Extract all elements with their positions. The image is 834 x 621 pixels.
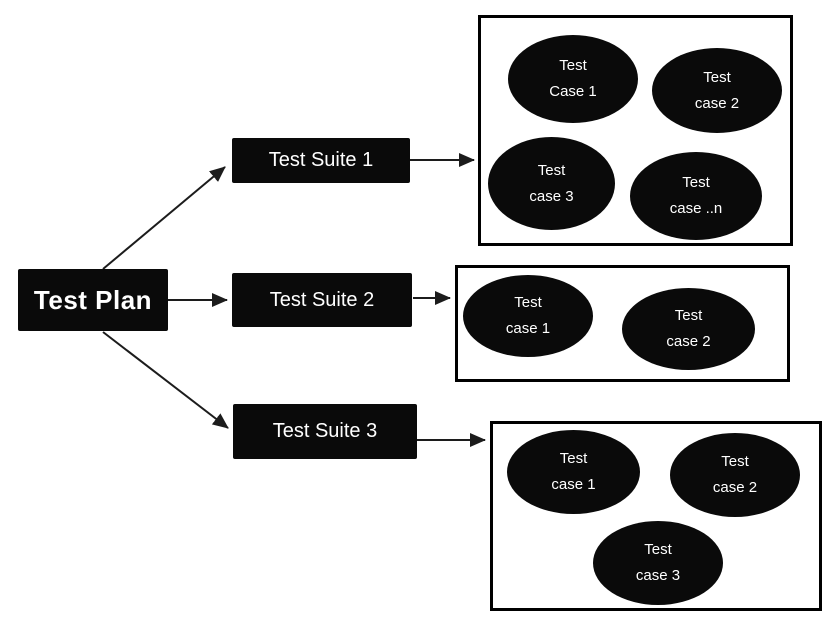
case-label-line: case 3 (529, 187, 574, 205)
case-label-line: case 1 (551, 476, 596, 493)
case-label-line: case ..n (669, 200, 723, 217)
case-label-line: case 2 (712, 479, 758, 496)
case-label-line: case 2 (666, 333, 711, 350)
arrow-plan-to-suite1 (102, 166, 226, 270)
suite1-test-case-3: Test case 3 (488, 137, 615, 230)
case-label-line: Test (559, 450, 588, 467)
case-label-line: Test (644, 541, 672, 558)
test-suite-1-node: Test Suite 1 (232, 138, 410, 183)
suite3-test-case-1: Test case 1 (507, 430, 640, 514)
test-plan-node: Test Plan (18, 269, 168, 331)
suite1-test-case-n: Test case ..n (630, 152, 762, 240)
test-suite-3-node: Test Suite 3 (233, 404, 417, 459)
case-label-line: Test (514, 294, 542, 311)
arrow-plan-to-suite3 (102, 331, 229, 429)
case-label-line: case 2 (694, 94, 740, 112)
suite1-test-case-2: Test case 2 (652, 48, 782, 133)
case-label-line: Test (559, 57, 587, 74)
suite1-test-case-1: Test Case 1 (508, 35, 638, 123)
suite3-test-case-2: Test case 2 (670, 433, 800, 517)
suite2-test-case-1: Test case 1 (463, 275, 593, 357)
case-label-line: Test (674, 307, 703, 324)
case-label-line: Test (703, 68, 731, 86)
case-label-line: Test (537, 161, 566, 179)
case-label-line: Case 1 (549, 83, 597, 100)
test-suite-2-node: Test Suite 2 (232, 273, 412, 327)
case-label-line: Test (682, 174, 710, 191)
case-label-line: case 3 (635, 567, 681, 584)
suite3-test-case-3: Test case 3 (593, 521, 723, 605)
case-label-line: case 1 (505, 320, 551, 337)
suite2-test-case-2: Test case 2 (622, 288, 755, 370)
case-label-line: Test (721, 453, 749, 470)
